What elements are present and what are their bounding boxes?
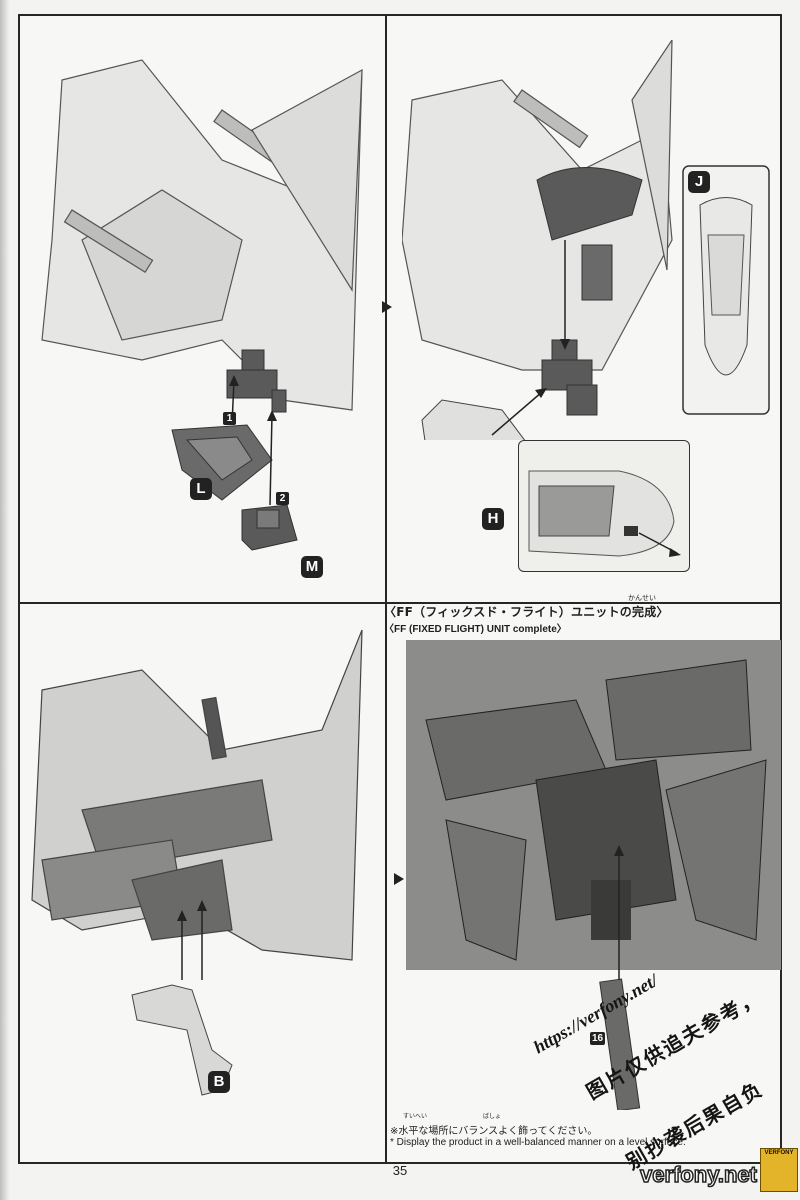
mecha-illustration — [41, 59, 363, 551]
completion-ruby: かんせい — [628, 594, 656, 602]
part-label-m: M — [301, 556, 323, 578]
part-label-b: B — [208, 1071, 230, 1093]
watermark-site: verfony.net — [639, 1161, 757, 1188]
page-number: 35 — [392, 1163, 408, 1178]
step-panel-bottom-left — [22, 610, 372, 1150]
display-note-en: * Display the product in a well-balanced… — [390, 1137, 686, 1148]
step-arrow-icon — [382, 301, 392, 313]
part-number-16: 16 — [590, 1032, 605, 1045]
display-note-ja: ※水平な場所にバランスよく飾ってください。 — [390, 1126, 598, 1137]
watermark-logo: VERFONY — [760, 1148, 798, 1192]
mecha-illustration — [402, 40, 673, 440]
step-panel-top-right — [402, 40, 777, 440]
note-ruby-2: ばしょ — [483, 1113, 502, 1120]
step-arrow-icon — [394, 873, 404, 885]
step-number-1: 1 — [223, 412, 236, 425]
step-panel-bottom-right — [406, 640, 781, 1110]
column-divider — [385, 16, 387, 1162]
row-divider — [20, 602, 780, 604]
detail-callout — [518, 440, 690, 572]
step-number-2: 2 — [276, 492, 289, 505]
completion-title-en: 〈FF (FIXED FLIGHT) UNIT complete〉 — [384, 624, 567, 635]
detail-illustration — [528, 470, 681, 557]
part-j-detail — [682, 165, 770, 415]
step-panel-top-left — [22, 40, 372, 580]
page-binding — [0, 0, 10, 1200]
mecha-illustration — [31, 629, 363, 1096]
note-ruby-1: すいへい — [403, 1113, 428, 1120]
part-label-h: H — [482, 508, 504, 530]
completed-unit-illustration — [406, 640, 781, 1110]
part-label-j: J — [688, 171, 710, 193]
watermark-logo-text: VERFONY — [764, 1150, 794, 1156]
completion-title: 〈FF（フィックスド・フライト）ユニットの完成〉 — [384, 605, 669, 619]
part-label-l: L — [190, 478, 212, 500]
